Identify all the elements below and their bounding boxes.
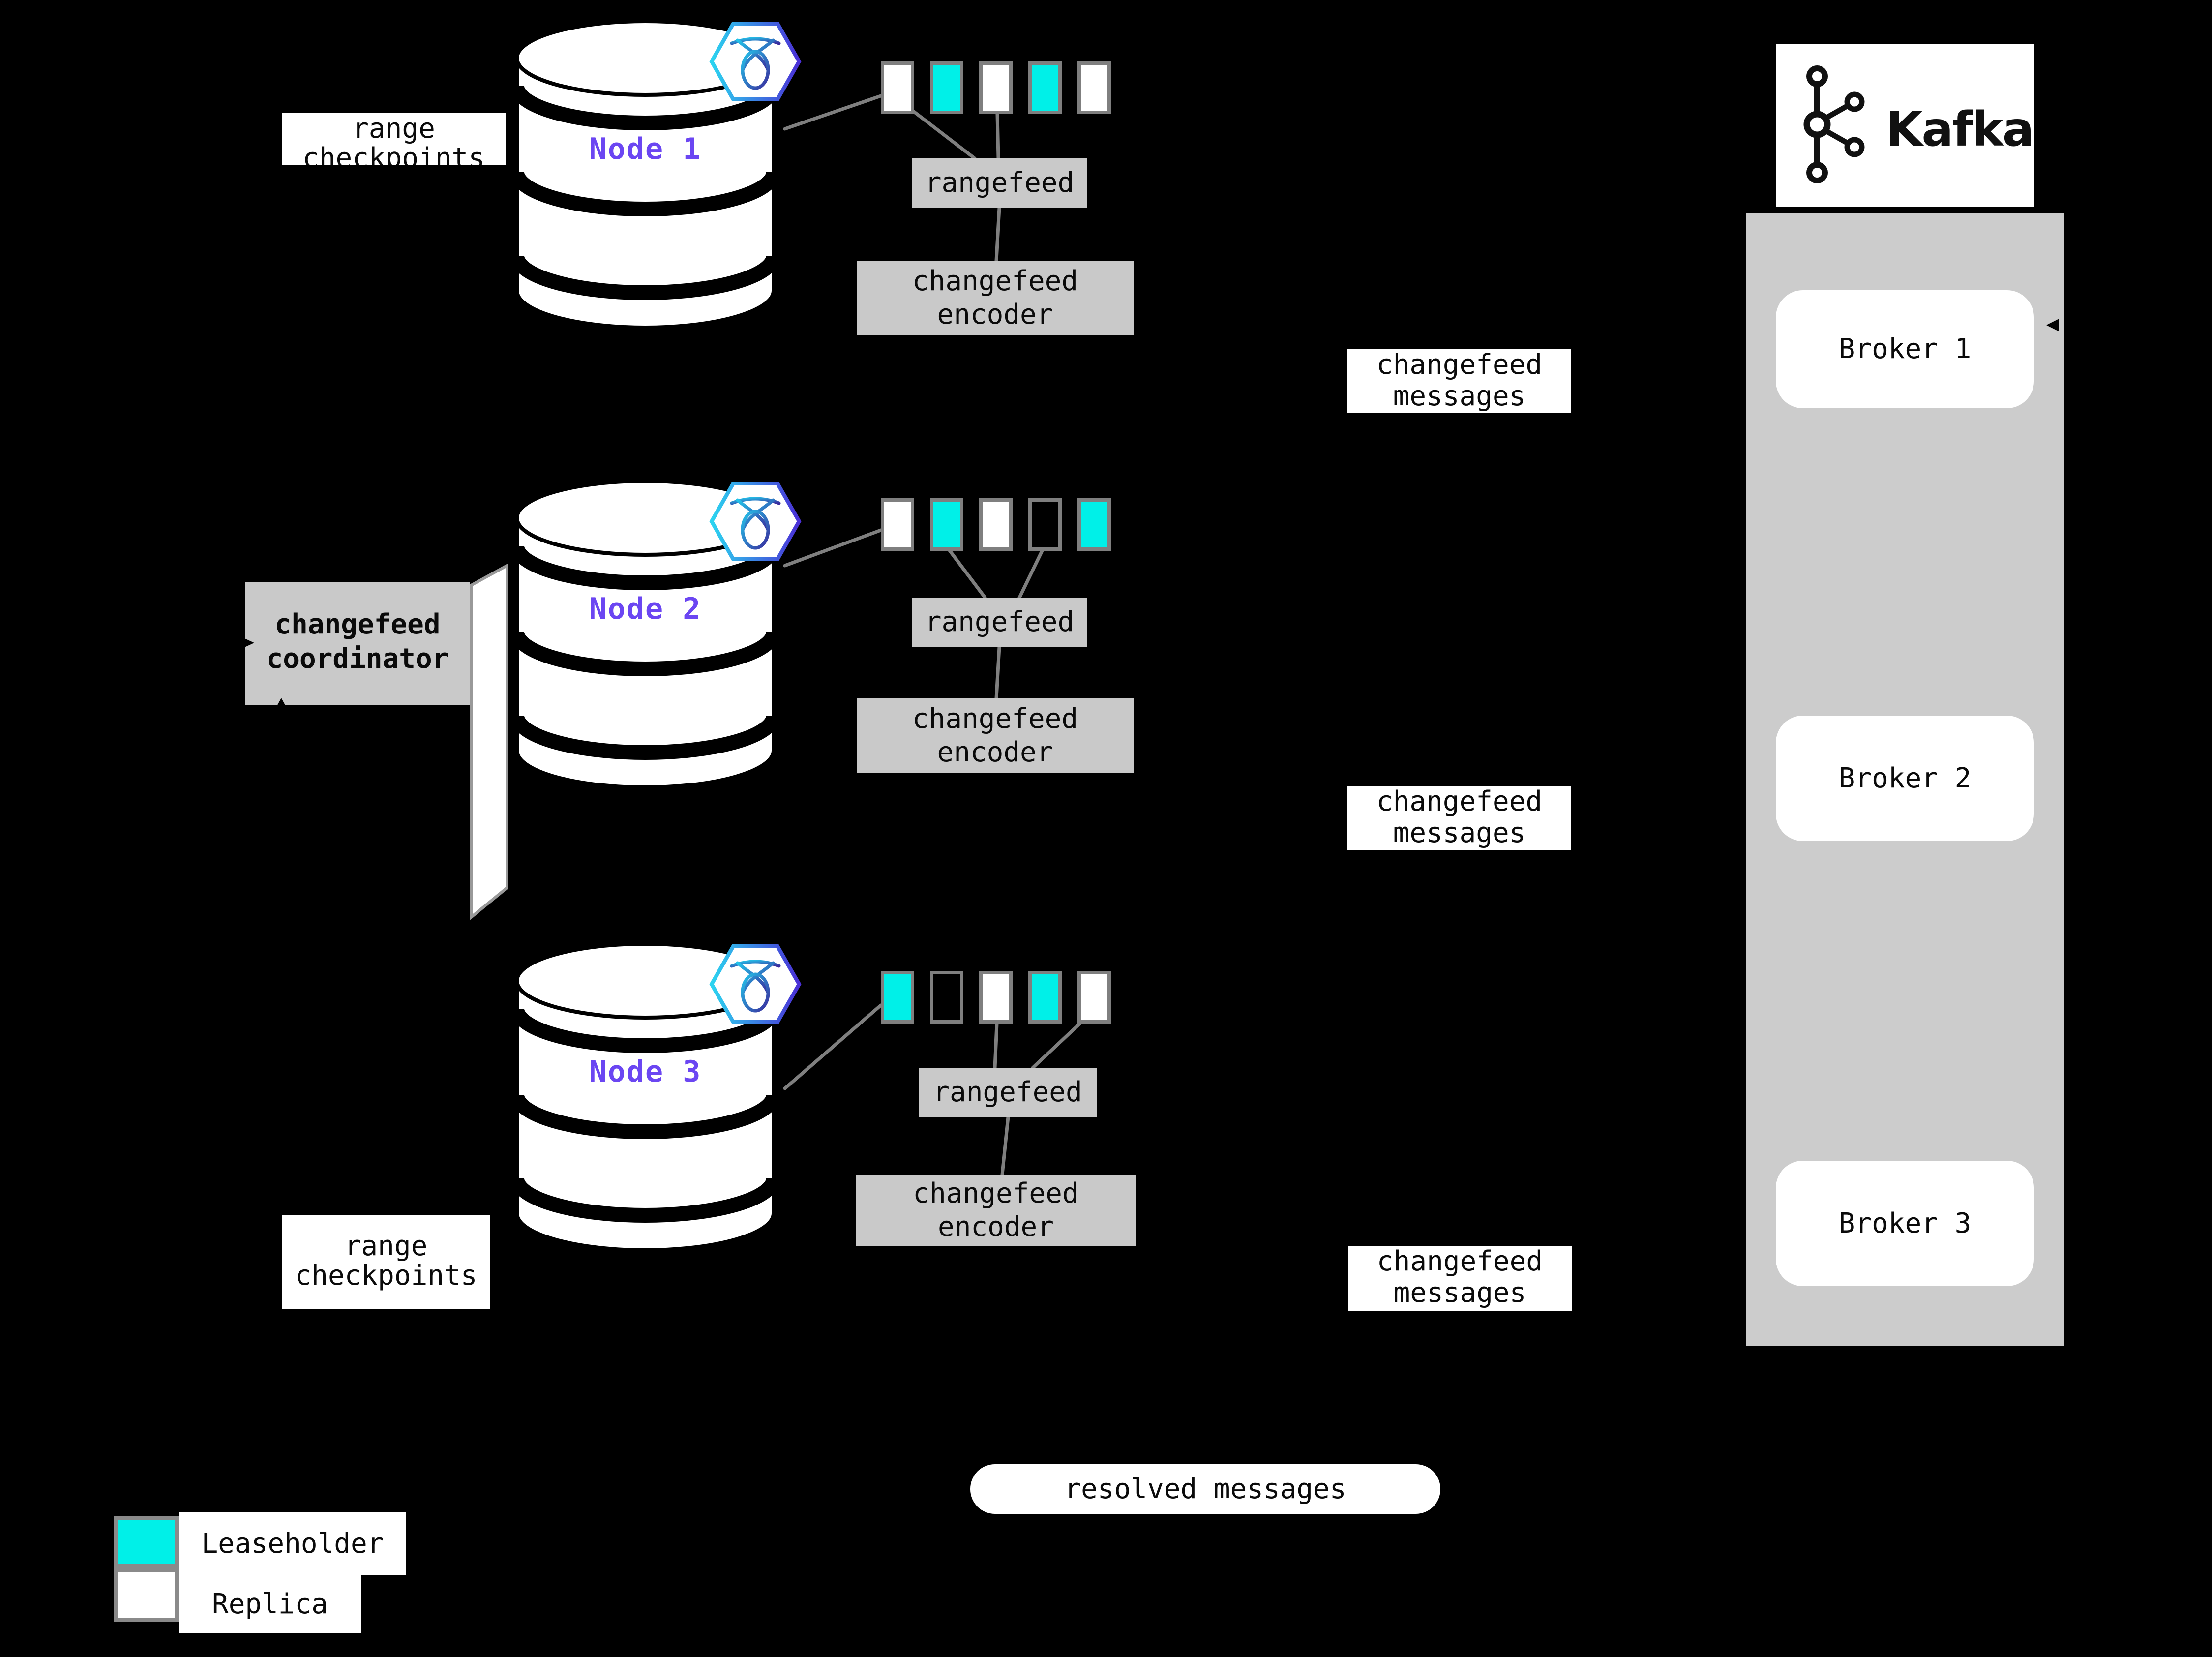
- cockroachdb-hexagon-icon: [712, 946, 799, 1022]
- rangefeed-box-node1: rangefeed: [912, 158, 1087, 208]
- node3-label: Node 3: [589, 1054, 702, 1089]
- legend-replica-label: Replica: [179, 1575, 361, 1633]
- kafka-wordmark: Kafka: [1886, 102, 2034, 157]
- node1-range-5: [1077, 61, 1111, 114]
- connector-lines: [783, 94, 1082, 1176]
- changefeed-encoder-box-node1: changefeed encoder: [857, 261, 1134, 335]
- node1-range-1: [881, 61, 914, 114]
- broker-3: Broker 3: [1776, 1161, 2034, 1286]
- changefeed-messages-label-3: changefeed messages: [1348, 1246, 1572, 1311]
- node2-range-1: [881, 498, 914, 551]
- broker-2: Broker 2: [1776, 716, 2034, 841]
- node2-range-5: [1077, 498, 1111, 551]
- range-checkpoints-label-node1: range checkpoints: [282, 113, 506, 165]
- range-checkpoints-label-node3: range checkpoints: [282, 1215, 490, 1309]
- kafka-logo-box: Kafka: [1776, 44, 2034, 207]
- node1-label: Node 1: [589, 132, 702, 166]
- node3-range-1: [881, 971, 914, 1024]
- node3-range-3: [979, 971, 1013, 1024]
- node3-range-2: [930, 971, 963, 1024]
- coordinator-callout-flag: [470, 563, 508, 921]
- cockroachdb-hexagon-icon: [712, 483, 799, 559]
- legend-replica-swatch: [114, 1568, 179, 1622]
- node1-range-3: [979, 61, 1013, 114]
- legend-leaseholder-label: Leaseholder: [179, 1512, 406, 1575]
- node2-label: Node 2: [589, 592, 702, 626]
- node2-range-4: [1028, 498, 1062, 551]
- changefeed-messages-label-2: changefeed messages: [1347, 786, 1571, 850]
- cockroachdb-hexagon-icon: [712, 24, 799, 99]
- resolved-messages-pill: resolved messages: [970, 1464, 1440, 1514]
- legend-leaseholder-swatch: [114, 1516, 179, 1568]
- node3-range-5: [1077, 971, 1111, 1024]
- changefeed-encoder-box-node3: changefeed encoder: [856, 1175, 1136, 1246]
- changefeed-coordinator-label: changefeed coordinator: [245, 582, 470, 705]
- node1-range-2: [930, 61, 963, 114]
- broker-1: Broker 1: [1776, 290, 2034, 408]
- node2-range-3: [979, 498, 1013, 551]
- rangefeed-box-node2: rangefeed: [912, 598, 1087, 647]
- rangefeed-box-node3: rangefeed: [919, 1068, 1097, 1117]
- node1-range-4: [1028, 61, 1062, 114]
- node2-range-2: [930, 498, 963, 551]
- changefeed-messages-label-1: changefeed messages: [1347, 349, 1571, 413]
- node3-range-4: [1028, 971, 1062, 1024]
- kafka-logo-icon: [1803, 65, 1865, 183]
- changefeed-encoder-box-node2: changefeed encoder: [857, 698, 1134, 773]
